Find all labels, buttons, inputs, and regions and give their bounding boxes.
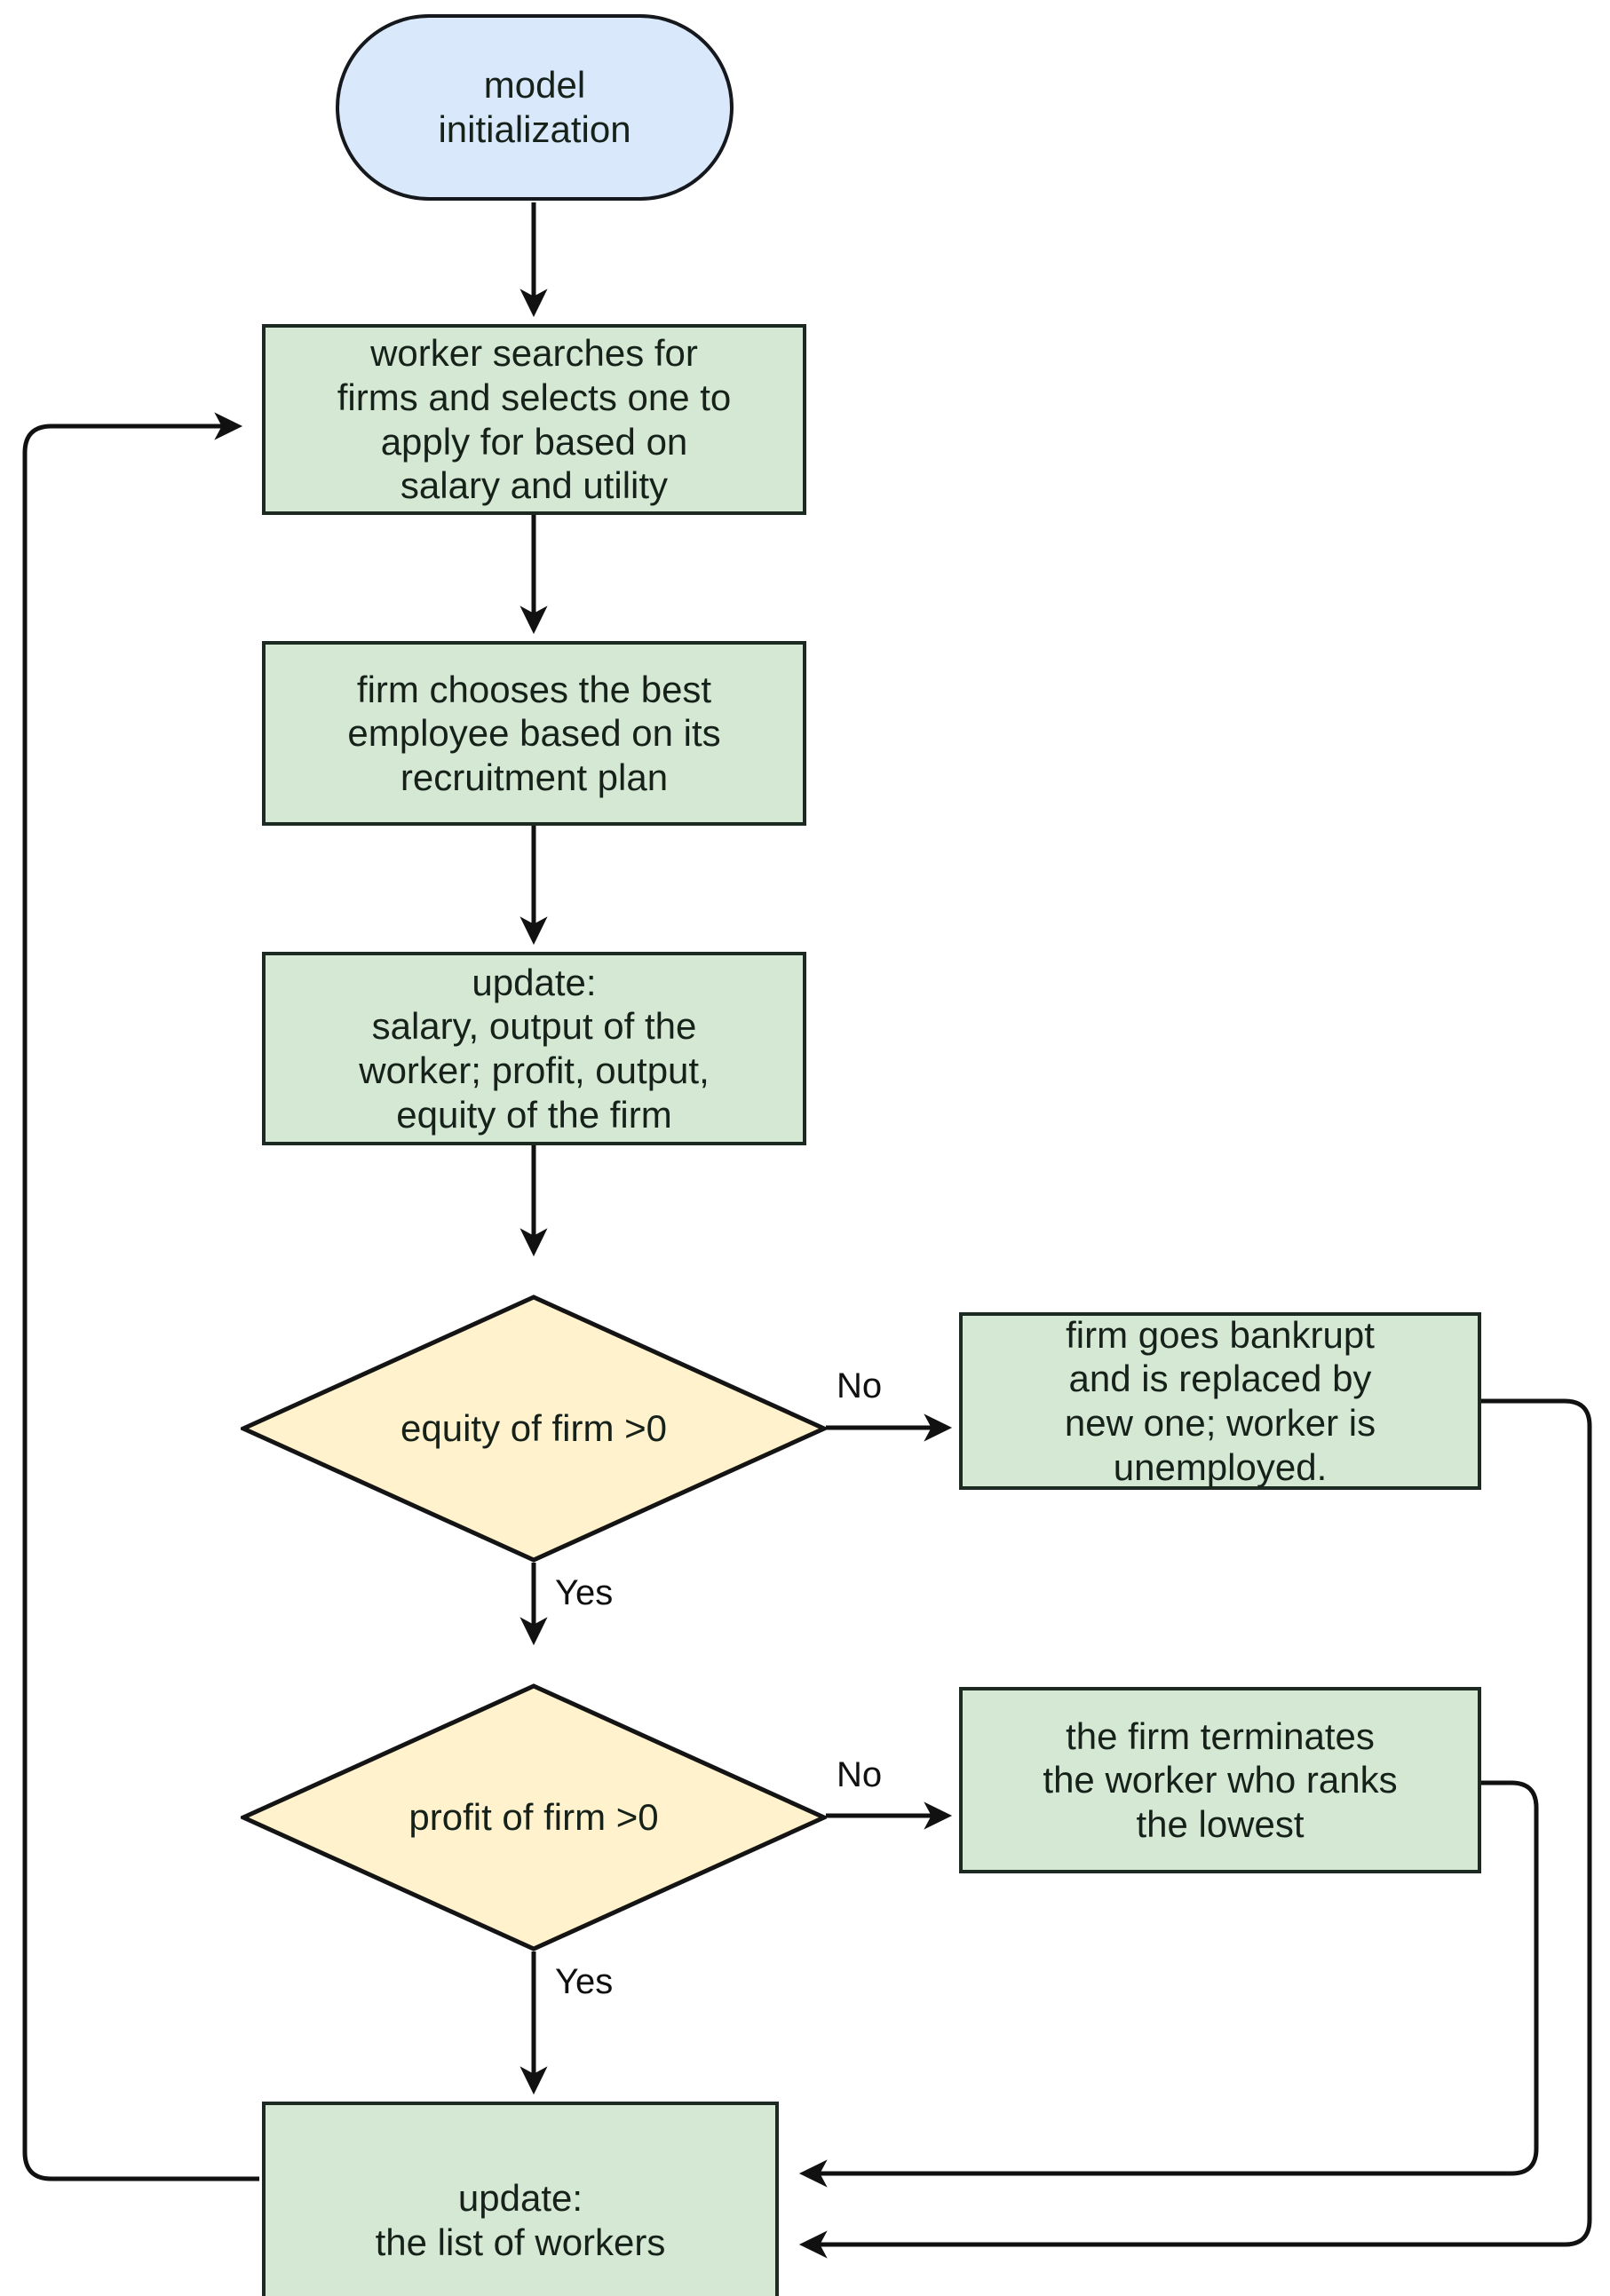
node-profit-of-firm-label: profit of firm >0 [408,1796,659,1839]
edge-label-equity-no: No [837,1366,883,1405]
diamond-shape-equity [241,1294,827,1563]
node-firm-chooses-employee[interactable]: firm chooses the best employee based on … [262,641,806,826]
node-update-list-of-workers[interactable]: update: the list of workers [262,2102,779,2296]
edge-label-profit-yes: Yes [555,1962,614,2001]
node-profit-of-firm-decision[interactable]: profit of firm >0 [241,1683,827,1952]
node-equity-of-firm-label: equity of firm >0 [401,1407,667,1450]
edge-label-profit-no: No [837,1755,883,1794]
node-worker-searches-firms[interactable]: worker searches for firms and selects on… [262,324,806,515]
edge-label-equity-yes: Yes [555,1573,614,1612]
diamond-shape-profit [241,1683,827,1952]
node-update-salary-output-equity[interactable]: update: salary, output of the worker; pr… [262,952,806,1145]
edge-update-workers-to-worker-search [22,412,259,2181]
node-equity-of-firm-decision[interactable]: equity of firm >0 [241,1294,827,1563]
node-firm-terminates-worker[interactable]: the firm terminates the worker who ranks… [959,1687,1481,1873]
node-firm-goes-bankrupt[interactable]: firm goes bankrupt and is replaced by ne… [959,1312,1481,1490]
node-model-initialization[interactable]: model initialization [336,14,734,201]
